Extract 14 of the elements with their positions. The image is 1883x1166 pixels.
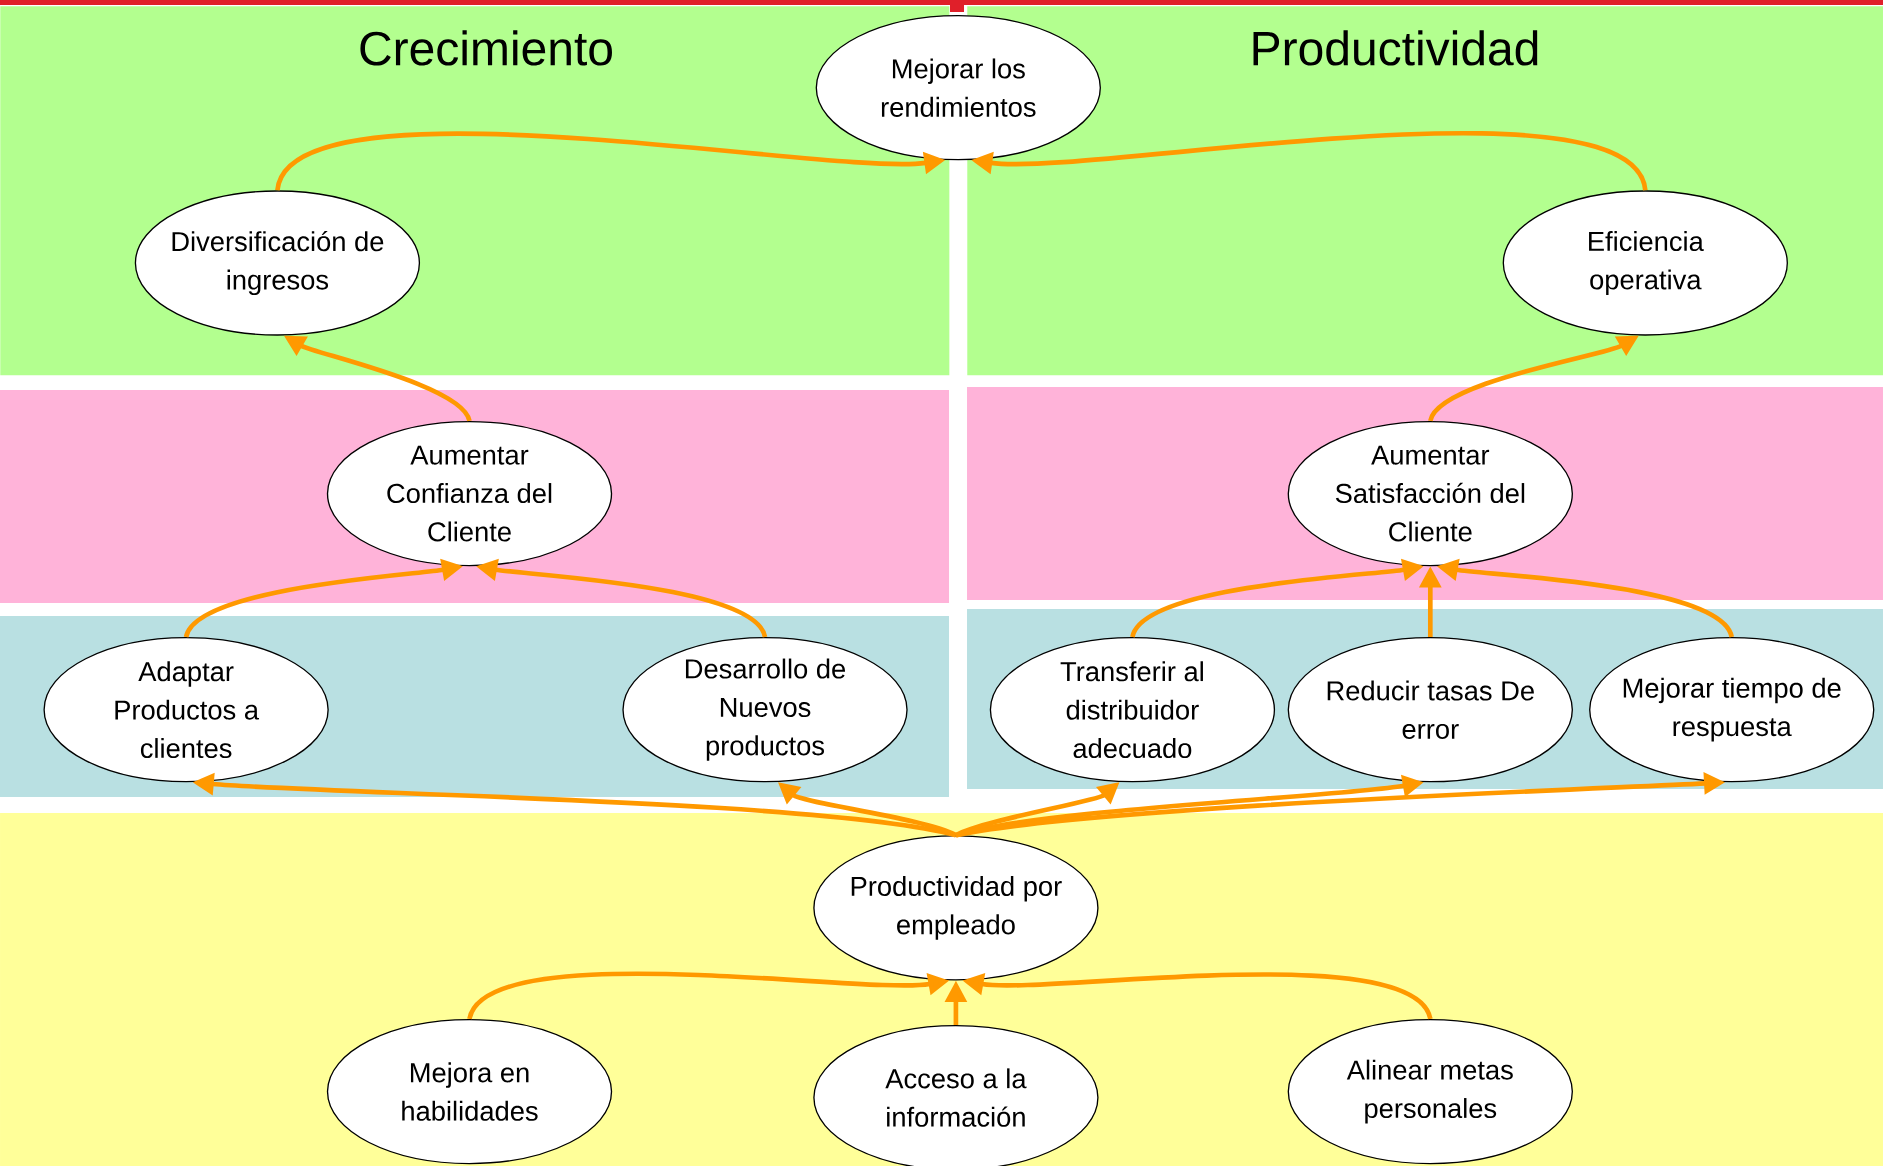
ellipse-node: Mejorar tiempo de respuesta xyxy=(1589,637,1875,783)
ellipse-node: Mejorar los rendimientos xyxy=(815,15,1101,161)
ellipse-node: Aumentar Satisfacción del Cliente xyxy=(1287,420,1573,567)
ellipse-node: Alinear metas personales xyxy=(1287,1018,1573,1165)
ellipse-node: Reducir tasas De error xyxy=(1287,637,1573,783)
ellipse-node: Productividad por empleado xyxy=(813,835,1099,981)
ellipse-node: Eficiencia operativa xyxy=(1502,190,1788,336)
ellipse-node: Acceso a la información xyxy=(813,1024,1099,1166)
ellipse-node: Aumentar Confianza del Cliente xyxy=(326,420,613,567)
ellipse-node: Desarrollo de Nuevos productos xyxy=(622,637,908,783)
ellipse-node: Diversificación de ingresos xyxy=(134,190,421,336)
ellipse-node: Adaptar Productos a clientes xyxy=(43,637,329,783)
ellipse-node: Mejora en habilidades xyxy=(326,1018,613,1165)
ellipse-node: Transferir al distribuidor adecuado xyxy=(989,637,1276,783)
